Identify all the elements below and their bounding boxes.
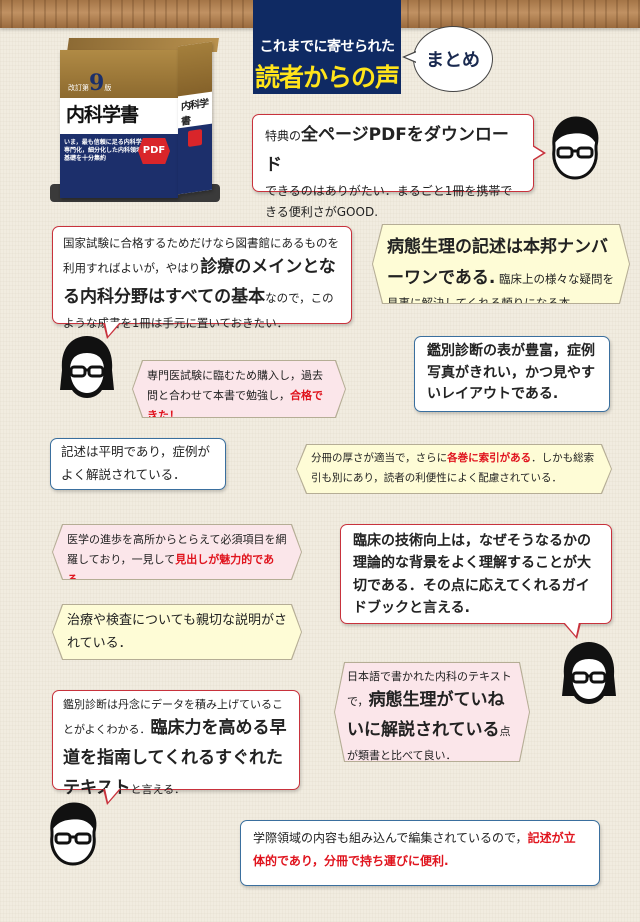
testimonial-card: 医学の進歩を高所からとらえて必須項目を網羅しており，一見して見出しが魅力的である…	[52, 524, 302, 580]
testimonial-card: 鑑別診断は丹念にデータを積み上げていることがよくわかる．臨床力を高める早道を指南…	[52, 690, 300, 805]
female-avatar-icon	[58, 334, 116, 400]
testimonial-card: 治療や検査についても親切な説明がされている．	[52, 604, 302, 660]
pdf-badge-icon: PDF	[138, 138, 170, 164]
book-title: 内科学書	[66, 104, 139, 126]
testimonial-card: 病態生理の記述は本邦ナンバーワンである. 臨床上の様々な疑問を見事に解決してくれ…	[372, 224, 630, 304]
summary-bubble: まとめ	[402, 26, 493, 92]
testimonial-card: 分冊の厚さが適当で，さらに各巻に索引がある．しかも総索引も別にあり，読者の利便性…	[296, 444, 612, 494]
male-avatar-icon	[546, 116, 604, 182]
book-front: 改訂第9版 内科学書 全6冊・別巻 いま，最も信頼に足る内科学の教科書 専門化，…	[60, 50, 178, 198]
book-side: 内科学書	[178, 41, 212, 195]
header-badge: これまでに寄せられた 読者からの声	[253, 0, 401, 94]
testimonial-card: 鑑別診断の表が豊富，症例写真がきれい，かつ見やすいレイアウトである.	[414, 336, 610, 412]
testimonial-card: 臨床の技術向上は，なぜそうなるかの理論的な背景をよく理解することが大切である．そ…	[340, 524, 612, 639]
header-subtitle: これまでに寄せられた	[259, 39, 396, 55]
book-tagline: いま，最も信頼に足る内科学の教科書 専門化，細分化した内科領域の 基礎を十分集約	[60, 134, 178, 198]
testimonial-card: 国家試験に合格するためだけなら図書館にあるものを利用すればよいが，やはり診療のメ…	[52, 226, 352, 339]
testimonial-card: 学際領域の内容も組み込んで編集されているので，記述が立体的であり，分冊で持ち運び…	[240, 820, 600, 886]
testimonial-card: 日本語で書かれた内科のテキストで，病態生理がていねいに解説されている点が類書と比…	[334, 662, 530, 762]
testimonial-card: 特典の全ページPDFをダウンロード できるのはありがたい．まるごと1冊を携帯でき…	[252, 114, 546, 219]
pdf-side-icon	[188, 129, 202, 147]
book-edition: 改訂第9版	[68, 70, 112, 96]
testimonial-card: 専門医試験に臨むため購入し，過去問と合わせて本書で勉強し，合格できた！	[132, 360, 346, 418]
male-avatar-icon	[44, 802, 102, 868]
summary-label: まとめ	[426, 50, 480, 71]
book-box-image: 改訂第9版 内科学書 全6冊・別巻 いま，最も信頼に足る内科学の教科書 専門化，…	[50, 38, 230, 208]
female-avatar-icon	[560, 640, 618, 706]
header-title: 読者からの声	[254, 63, 400, 92]
testimonial-card: 記述は平明であり，症例がよく解説されている．	[50, 438, 226, 490]
